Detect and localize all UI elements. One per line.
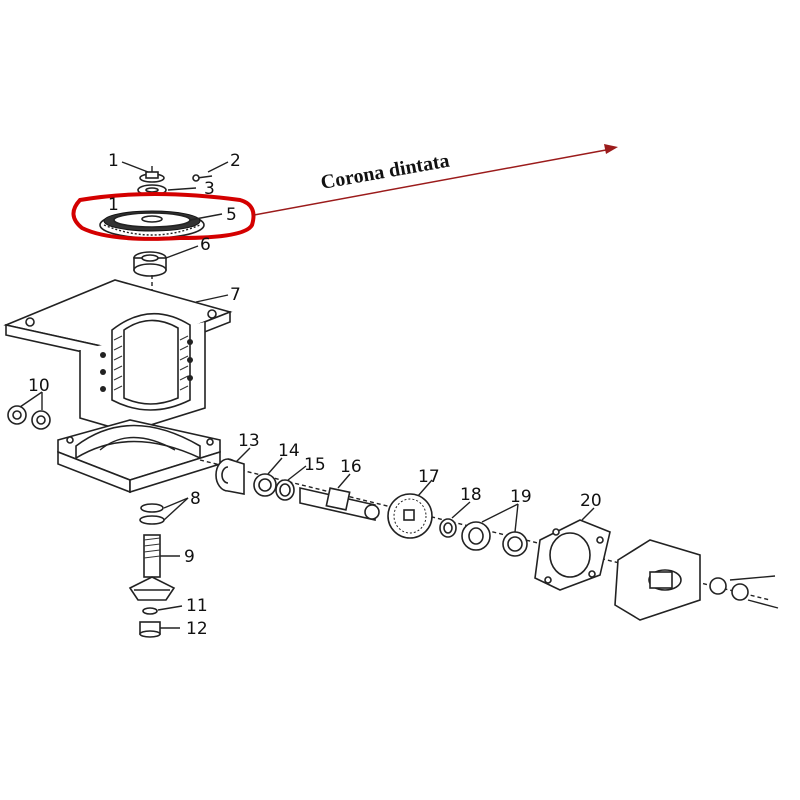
part-label-13: 13 bbox=[238, 431, 260, 451]
shaft-part-16 bbox=[299, 486, 380, 522]
part-label-8: 8 bbox=[190, 489, 201, 509]
part-label-11: 11 bbox=[186, 596, 208, 616]
part-label-1: 1 bbox=[108, 151, 119, 171]
callout-label: Corona dintata bbox=[319, 150, 451, 194]
ring-part-18 bbox=[439, 518, 457, 538]
leader-lines bbox=[121, 161, 595, 629]
part-label-3: 3 bbox=[204, 179, 215, 199]
part-label-15: 15 bbox=[304, 455, 326, 475]
nut-part-12 bbox=[139, 621, 161, 638]
part-labels: 1 1 2 3 5 6 7 8 9 10 11 12 13 14 15 16 1… bbox=[28, 151, 602, 639]
top-nut-part-1 bbox=[139, 166, 165, 183]
part-label-9: 9 bbox=[184, 547, 195, 567]
part-label-16: 16 bbox=[340, 457, 362, 477]
ring-gear-part-5 bbox=[99, 210, 205, 239]
pinion-shaft-part-9 bbox=[128, 534, 176, 601]
part-label-18: 18 bbox=[460, 485, 482, 505]
bearing-part-19 bbox=[461, 521, 528, 557]
part-label-17: 17 bbox=[418, 467, 440, 487]
part-label-14: 14 bbox=[278, 441, 300, 461]
part-label-1b: 1 bbox=[108, 195, 119, 215]
part-label-2: 2 bbox=[230, 151, 241, 171]
split-pin-part-2 bbox=[192, 174, 213, 182]
callout-arrow bbox=[253, 144, 618, 216]
bearing-part-6 bbox=[133, 251, 167, 277]
part-label-5: 5 bbox=[226, 205, 237, 225]
part-label-12: 12 bbox=[186, 619, 208, 639]
bearing-part-13 bbox=[215, 458, 245, 495]
part-label-20: 20 bbox=[580, 491, 602, 511]
bearings-part-10 bbox=[7, 391, 51, 430]
end-cover-housing bbox=[614, 539, 779, 621]
gearbox-housing-part-7 bbox=[3, 279, 233, 494]
highlight-outline bbox=[71, 192, 256, 241]
part-label-6: 6 bbox=[200, 235, 211, 255]
gasket-part-20 bbox=[534, 519, 611, 591]
ring-part-15 bbox=[275, 479, 295, 501]
gear-part-17 bbox=[387, 493, 433, 539]
part-label-10: 10 bbox=[28, 376, 50, 396]
part-label-19: 19 bbox=[510, 487, 532, 507]
washer-part-11 bbox=[142, 607, 158, 615]
washers-part-8 bbox=[139, 503, 165, 525]
ring-part-14 bbox=[253, 473, 277, 497]
part-label-7: 7 bbox=[230, 285, 241, 305]
